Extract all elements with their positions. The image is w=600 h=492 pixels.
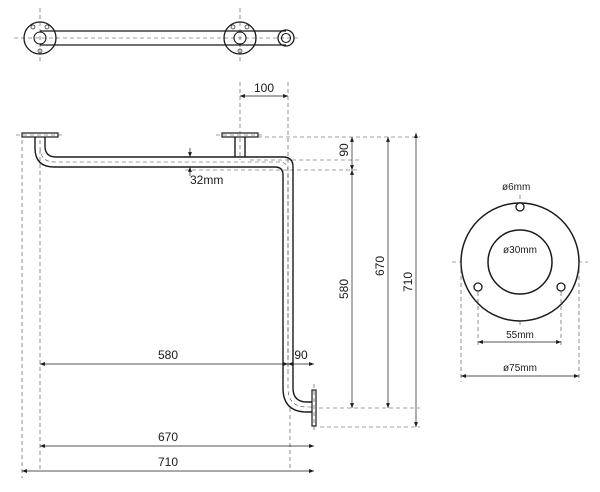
top-view-pipe-end xyxy=(277,29,295,47)
top-view-flange-right xyxy=(223,21,257,55)
top-view-flange-left xyxy=(23,21,57,55)
flange-hole-right xyxy=(556,282,566,292)
rail-tube-inner xyxy=(44,137,312,403)
top-view-flange-right-hole xyxy=(230,24,236,30)
rail-tube-centerline xyxy=(39,140,312,408)
dim-label-580-horizontal: 580 xyxy=(158,348,178,362)
dim-label-90-vertical: 90 xyxy=(337,143,351,157)
rail-tube-outer xyxy=(34,137,312,413)
dim-label-670-vertical: 670 xyxy=(373,256,387,276)
dim-label-32mm: 32mm xyxy=(190,173,223,187)
flange-hole-top xyxy=(515,202,525,212)
flange-inner-bore xyxy=(487,229,553,295)
dim-label-670-horizontal: 670 xyxy=(158,430,178,444)
flange-label-inner-diameter: ø30mm xyxy=(503,245,537,256)
top-view-flange-left-hole xyxy=(37,48,43,54)
dim-label-580-vertical: 580 xyxy=(337,279,351,299)
top-view-pipe-end-inner xyxy=(280,32,292,44)
top-view-flange-left-center xyxy=(33,31,47,45)
dim-label-100: 100 xyxy=(254,81,274,95)
side-view: 100 32mm 90 580 670 710 580 90 670 710 xyxy=(16,81,420,478)
top-view-flange-right-hole xyxy=(244,24,250,30)
dim-label-710-vertical: 710 xyxy=(401,272,415,292)
dim-label-710-horizontal: 710 xyxy=(158,455,178,469)
top-view-flange-right-center xyxy=(233,31,247,45)
dim-label-90-horizontal: 90 xyxy=(294,348,308,362)
flange-hole-left xyxy=(473,282,483,292)
flange-detail: ø6mm ø30mm 55mm ø75mm xyxy=(452,182,588,382)
flange-label-hole-diameter: ø6mm xyxy=(502,182,530,193)
top-view-flange-right-hole xyxy=(237,48,243,54)
flange-label-hole-spacing: 55mm xyxy=(506,330,534,341)
flange-label-outer-diameter: ø75mm xyxy=(503,363,537,374)
top-view-flange-left-hole xyxy=(30,24,36,30)
top-view xyxy=(14,8,300,62)
top-view-flange-left-hole xyxy=(44,24,50,30)
